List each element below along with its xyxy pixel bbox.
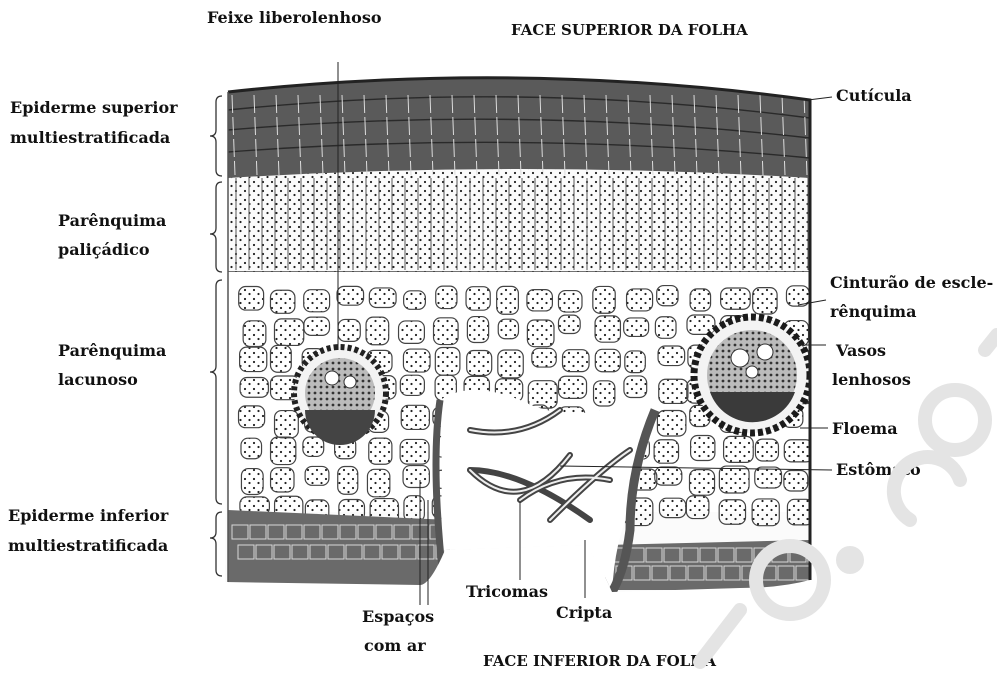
label-estomato: Estômato <box>836 459 921 481</box>
label-palicadico-2: paliçádico <box>58 239 150 261</box>
label-cripta: Cripta <box>556 602 612 624</box>
label-floema: Floema <box>832 418 898 440</box>
label-epiderme-superior-1: Epiderme superior <box>10 97 178 119</box>
label-vasos-2: lenhosos <box>832 369 911 391</box>
label-espacos-1: Espaços <box>362 606 434 628</box>
label-palicadico-1: Parênquima <box>58 210 166 232</box>
label-epiderme-superior-2: multiestratificada <box>10 127 170 149</box>
label-vasos-1: Vasos <box>836 340 886 362</box>
label-cinturao-1: Cinturão de escle- <box>830 272 993 294</box>
label-cinturao-2: rênquima <box>830 301 916 323</box>
vascular-bundle-right <box>694 317 810 433</box>
title-bottom: FACE INFERIOR DA FOLHA <box>483 652 716 670</box>
label-epiderme-inferior-1: Epiderme inferior <box>8 505 168 527</box>
label-epiderme-inferior-2: multiestratificada <box>8 535 168 557</box>
label-lacunoso-2: lacunoso <box>58 369 138 391</box>
palisade-parenchyma <box>228 169 810 272</box>
label-feixe: Feixe liberolenhoso <box>207 7 382 29</box>
title-top: FACE SUPERIOR DA FOLHA <box>511 21 748 39</box>
left-brackets <box>210 96 222 576</box>
label-tricomas: Tricomas <box>466 581 548 603</box>
label-espacos-2: com ar <box>364 635 426 657</box>
lower-epidermis-left <box>228 510 450 590</box>
label-cuticula: Cutícula <box>836 85 912 107</box>
label-lacunoso-1: Parênquima <box>58 340 166 362</box>
